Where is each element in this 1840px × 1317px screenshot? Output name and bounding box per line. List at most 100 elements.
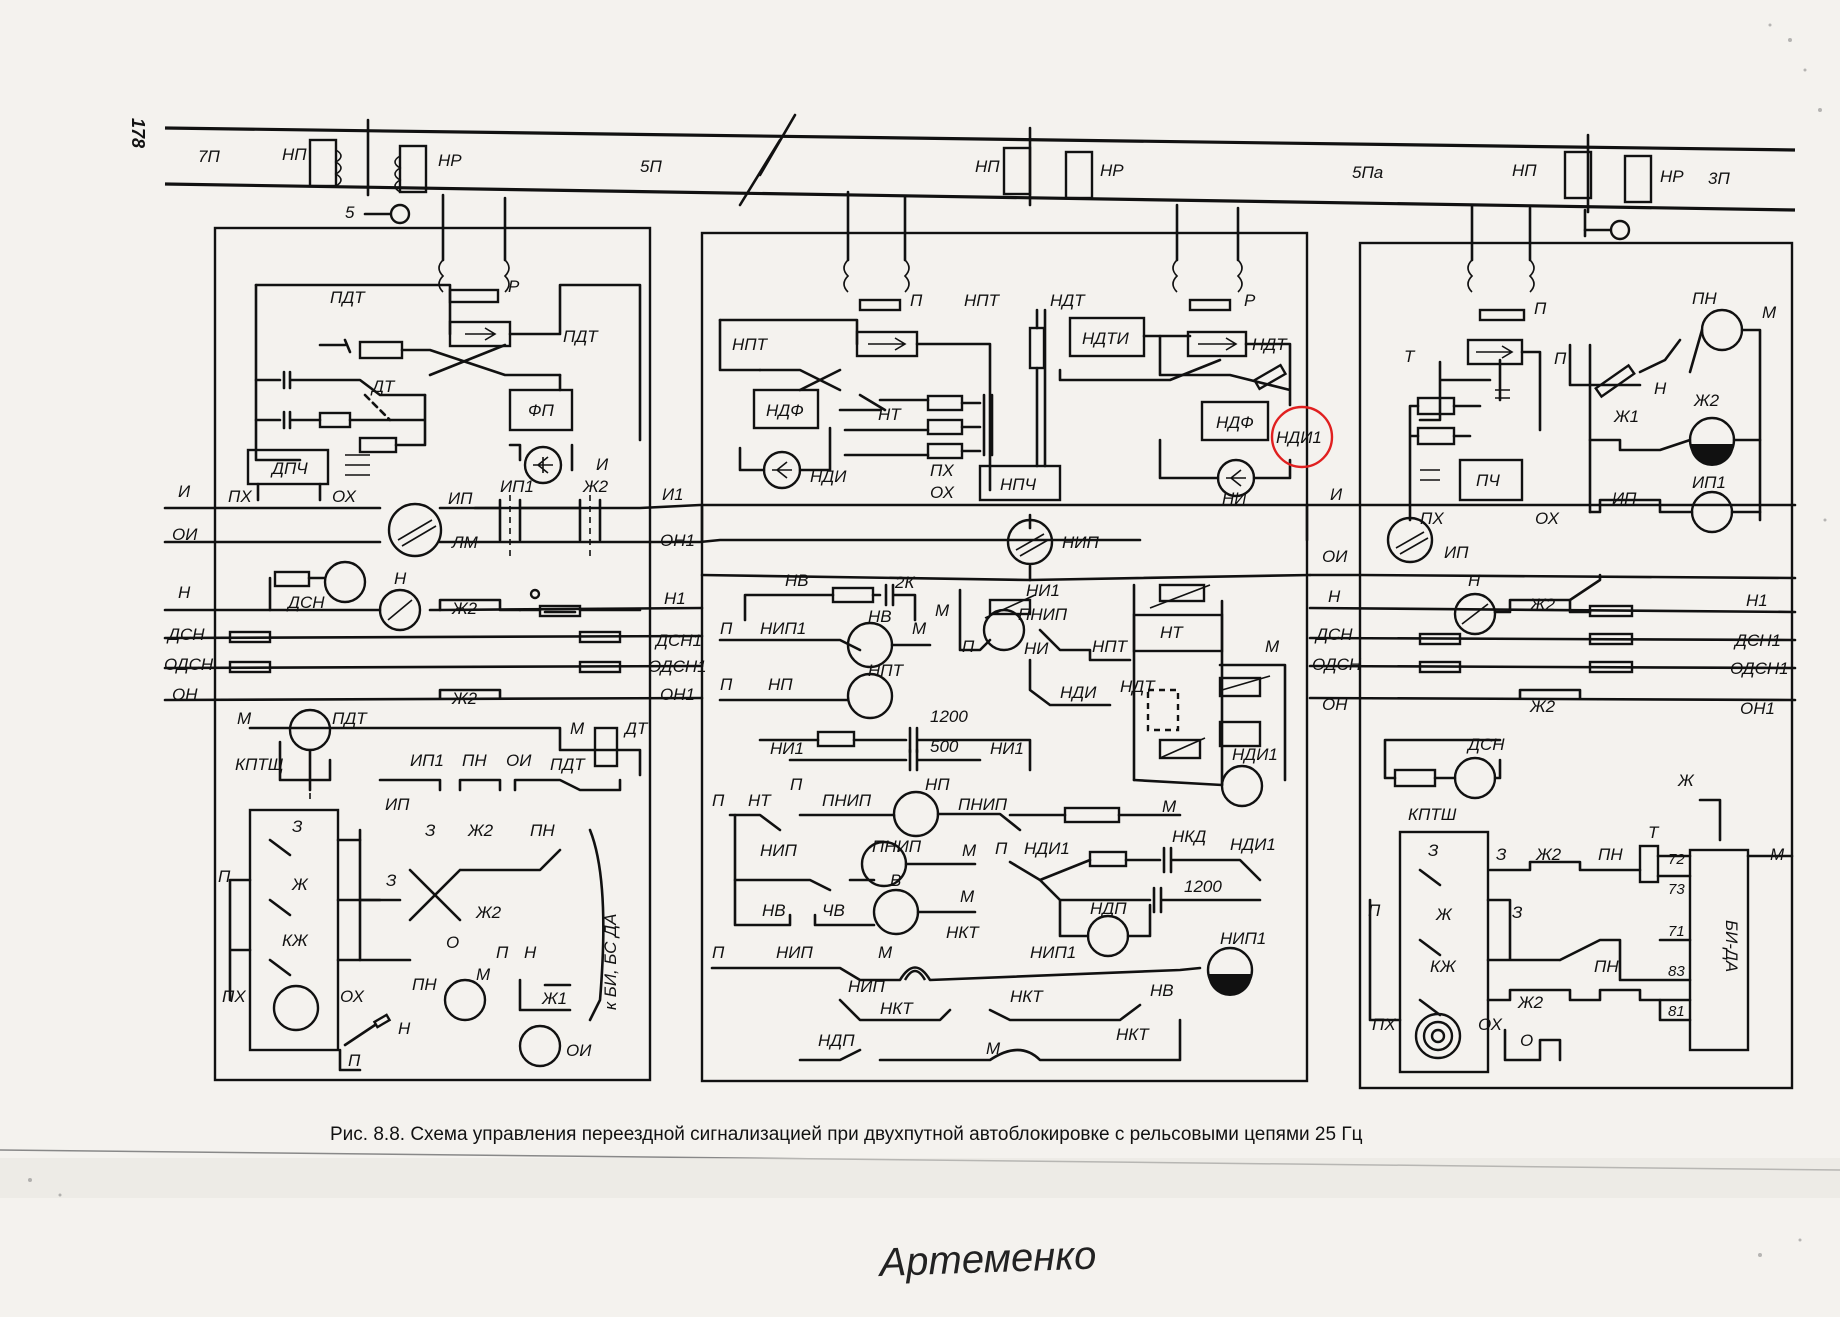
label-ndp2-low: НДП — [818, 1031, 855, 1050]
lamp-kptsch — [272, 984, 320, 1032]
label-npt2-low: НПТ — [1092, 637, 1129, 656]
bus-right-dsn: ДСН — [1314, 625, 1353, 644]
label-zh2-right: Ж2 — [1693, 391, 1720, 410]
kptsch-block — [248, 808, 340, 1052]
label-m2-low: М — [935, 601, 950, 620]
label-m-right-b: М — [1770, 845, 1785, 864]
track-label-5pa: 5Па — [1352, 163, 1383, 182]
label-zh2b-bot: Ж2 — [475, 903, 502, 922]
label-ndt-low: НДТ — [1120, 677, 1156, 696]
left-top-circuit: ФП ДПЧ ПДТ Р ПДТ ДТ И ПХ ОХ — [228, 259, 642, 506]
label-nr-mid: НР — [1100, 161, 1124, 180]
bell-kptsh — [1414, 1012, 1462, 1060]
label-npt-mid: НПТ — [732, 335, 769, 354]
label-nkd: НКД — [1172, 827, 1206, 846]
lamp-ip — [387, 502, 443, 558]
label-nip: НИП — [1062, 533, 1099, 552]
handwritten-signature: Артеменко — [877, 1233, 1097, 1285]
bus-right-n: Н — [1328, 587, 1341, 606]
bus-mid-i1: И1 — [662, 485, 684, 504]
label-p3-bot: П — [348, 1051, 361, 1070]
label-ip-bot: ИП — [385, 795, 410, 814]
bus-left-on: ОН — [172, 685, 198, 704]
label-t-right-b: Т — [1648, 823, 1660, 842]
label-pn-right-b: ПН — [1598, 845, 1623, 864]
label-pdt-a: ПДТ — [330, 288, 366, 307]
label-m-right: М — [1762, 303, 1777, 322]
label-c500: 500 — [930, 737, 959, 756]
lamp-dsn-left — [323, 560, 367, 604]
track-transformer-mid: НП НР — [846, 146, 1240, 262]
label-nr-right: НР — [1660, 167, 1684, 186]
left-mid-circuit: ИП ЛП ЛМ ИП1 Ж2 ДСН Н Ж2 Ж2 — [228, 477, 642, 708]
label-pch: ПЧ — [1476, 471, 1500, 490]
left-bottom-circuit: М ПДТ М ДТ КПТЩ ИП1 ПН ОИ ПДТ ИП З Ж2 ПН… — [218, 708, 649, 1072]
label-p4-low: П — [790, 775, 803, 794]
lamp-ip-right — [1386, 516, 1434, 564]
track-transformer-right: НП НР — [1470, 150, 1684, 262]
label-n-right: Н — [1654, 379, 1667, 398]
label-zh2b-left: Ж2 — [451, 599, 478, 618]
bus-right-i: И — [1330, 485, 1343, 504]
highlight-ndi1[interactable]: НДИ1 — [1270, 405, 1334, 469]
label-2k: 2К — [894, 573, 915, 592]
label-n-mid-right: Н — [1468, 571, 1481, 590]
label-t-right: Т — [1404, 347, 1416, 366]
label-ndi-mid: НДИ — [810, 467, 847, 486]
label-dt-left: ДТ — [623, 719, 649, 738]
insulator-icon-right — [1609, 219, 1631, 241]
label-p7-low: П — [712, 943, 725, 962]
track-label-3p: 3П — [1708, 169, 1730, 188]
label-px-right: ПХ — [1420, 509, 1444, 528]
label-nt2-low: НТ — [748, 791, 772, 810]
label-np2-low: НП — [925, 775, 950, 794]
fp-block — [508, 388, 574, 432]
label-lm: ЛМ — [451, 533, 479, 552]
label-m7-low: М — [878, 943, 893, 962]
fold-shadow — [0, 1158, 1840, 1198]
label-nkt2-low: НКТ — [880, 999, 914, 1018]
label-p2-mid: Р — [1244, 291, 1256, 310]
npch-block — [978, 464, 1062, 502]
label-ox-mid: ОХ — [930, 483, 955, 502]
right-bottom-circuit: Ж КПТШ З З Ж2 ПН Т М П Ж З КЖ ПН Ж2 ПХ О… — [1368, 771, 1794, 1074]
label-dpch: ДПЧ — [270, 459, 308, 478]
label-m2-left: М — [570, 719, 585, 738]
label-oi2-bot: ОИ — [566, 1041, 592, 1060]
label-ndi1-low: НДИ1 — [1232, 745, 1278, 764]
label-nv3-low: НВ — [762, 901, 786, 920]
label-nt-low: НТ — [1160, 623, 1184, 642]
label-ndp-low: НДП — [1090, 899, 1127, 918]
label-dsn-left: ДСН — [286, 593, 325, 612]
label-ip1-bot: ИП1 — [410, 751, 444, 770]
lamp-n-right — [1453, 592, 1497, 636]
mid-top-circuit: НПТ П НПТ НДФ НДИ НТ ПХ ОХ НПЧ НДТ НДТИ … — [718, 259, 1292, 508]
right-top-circuit: П Т ПЧ ПХ ОХ ПН М П Н Ж1 Ж2 ИП ИП1 ИП — [1386, 259, 1777, 564]
label-ni-low: НИ — [1024, 639, 1049, 658]
bus-mid-odsn1: ОДСН1 — [648, 657, 707, 676]
label-px-mid: ПХ — [930, 461, 954, 480]
left-panel-frame — [213, 226, 652, 1082]
label-p5-low: П — [712, 791, 725, 810]
bus-right-on: ОН — [1322, 695, 1348, 714]
dpch-block — [246, 448, 330, 486]
label-m6-low: М — [960, 887, 975, 906]
label-pdt-left: ПДТ — [332, 709, 368, 728]
label-zh-right-top: Ж — [1677, 771, 1695, 790]
label-i-led: И — [596, 455, 609, 474]
label-p2-bot: П — [496, 943, 509, 962]
label-m8-low: М — [986, 1039, 1001, 1058]
bus-left-dsn: ДСН — [166, 625, 205, 644]
label-ip1-left: ИП1 — [500, 477, 534, 496]
label-nt-mid: НТ — [878, 405, 902, 424]
label-ndi1-highlighted: НДИ1 — [1276, 428, 1322, 447]
label-pnip-low: ПНИП — [1018, 605, 1068, 624]
bus-mid-n1: Н1 — [664, 589, 686, 608]
ndf-block-b — [1200, 400, 1270, 442]
mid-bus-center: НИП — [700, 503, 1312, 582]
page-number: 178 — [128, 118, 148, 148]
label-ndti: НДТИ — [1082, 329, 1130, 348]
bus-edge-on1: ОН1 — [1740, 699, 1775, 718]
